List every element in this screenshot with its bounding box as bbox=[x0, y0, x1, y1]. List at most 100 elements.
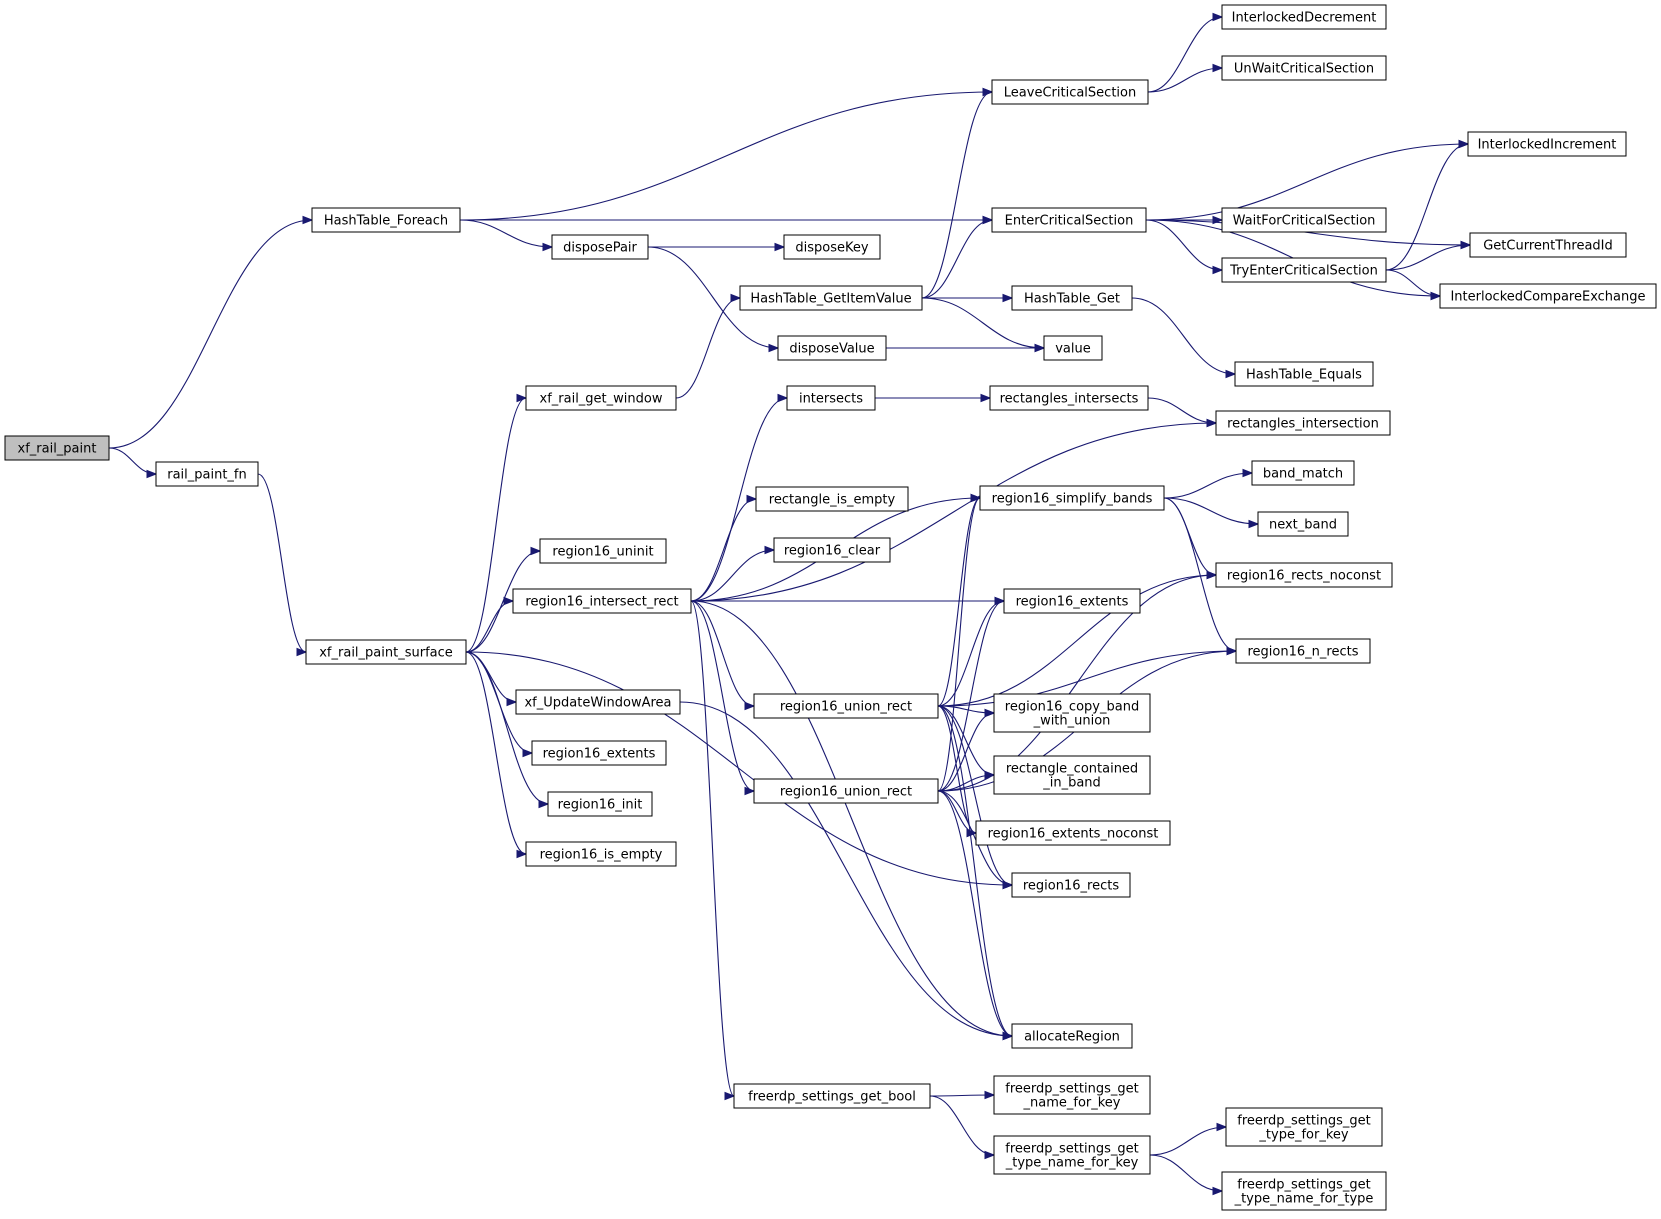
node-label: _with_union bbox=[1033, 714, 1111, 729]
node-label: _type_name_for_type bbox=[1234, 1192, 1374, 1207]
node-rectangles-intersection[interactable]: rectangles_intersection bbox=[1215, 410, 1391, 436]
node-box bbox=[1257, 511, 1349, 537]
node-region16-is-empty[interactable]: region16_is_empty bbox=[525, 841, 677, 867]
node-box bbox=[993, 1135, 1151, 1175]
node-box bbox=[1003, 588, 1141, 614]
node-xf-rail-paint-surface[interactable]: xf_rail_paint_surface bbox=[305, 639, 467, 665]
node-disposepair[interactable]: disposePair bbox=[551, 234, 649, 260]
node-label: region16_rects_noconst bbox=[1227, 569, 1381, 584]
node-value[interactable]: value bbox=[1043, 335, 1103, 361]
node-leavecriticalsection[interactable]: LeaveCriticalSection bbox=[991, 79, 1149, 105]
node-label: freerdp_settings_get bbox=[1005, 1142, 1138, 1157]
edge-region16-intersect-rect-to-region16-union-rect bbox=[690, 600, 756, 796]
node-disposekey[interactable]: disposeKey bbox=[783, 234, 881, 260]
node-box bbox=[525, 841, 677, 867]
node-box bbox=[1215, 562, 1393, 588]
node-label: HashTable_Get bbox=[1024, 292, 1120, 307]
node-interlockedcompareexchange[interactable]: InterlockedCompareExchange bbox=[1439, 283, 1657, 309]
node-region16-intersect-rect[interactable]: region16_intersect_rect bbox=[512, 588, 692, 614]
node-label: region16_is_empty bbox=[540, 848, 663, 863]
node-hashtable-get[interactable]: HashTable_Get bbox=[1011, 285, 1133, 311]
node-region16-extents-noconst[interactable]: region16_extents_noconst bbox=[975, 820, 1171, 846]
node-xf-updatewindowarea[interactable]: xf_UpdateWindowArea bbox=[515, 689, 681, 715]
node-box bbox=[755, 486, 909, 512]
node-next-band[interactable]: next_band bbox=[1257, 511, 1349, 537]
edge-region16-union-rect-to-region16-extents-noconst bbox=[937, 705, 978, 838]
node-band-match[interactable]: band_match bbox=[1251, 460, 1355, 486]
node-rectangle-is-empty[interactable]: rectangle_is_empty bbox=[755, 486, 909, 512]
node-box bbox=[1235, 638, 1371, 664]
node-hashtable-equals[interactable]: HashTable_Equals bbox=[1234, 361, 1374, 387]
node-freerdp-settings-get-name-for-key[interactable]: freerdp_settings_get_name_for_key bbox=[993, 1075, 1151, 1115]
node-label: region16_init bbox=[558, 798, 643, 813]
edge-xf-rail-paint-to-rail-paint-fn bbox=[108, 447, 158, 479]
node-freerdp-settings-get-type-for-key[interactable]: freerdp_settings_get_type_for_key bbox=[1225, 1107, 1383, 1147]
node-intersects[interactable]: intersects bbox=[786, 385, 876, 411]
node-label: UnWaitCriticalSection bbox=[1234, 62, 1374, 77]
node-box bbox=[525, 385, 677, 411]
node-box bbox=[155, 461, 259, 487]
node-interlockeddecrement[interactable]: InterlockedDecrement bbox=[1221, 4, 1387, 30]
node-label: rectangles_intersects bbox=[1000, 392, 1139, 407]
node-xf-rail-paint[interactable]: xf_rail_paint bbox=[4, 435, 110, 461]
node-label: freerdp_settings_get bbox=[1005, 1082, 1138, 1097]
edge-entercriticalsection-to-tryentercriticalsection bbox=[1145, 219, 1224, 275]
node-getcurrentthreadid[interactable]: GetCurrentThreadId bbox=[1469, 232, 1627, 258]
node-box bbox=[531, 740, 667, 766]
node-label: allocateRegion bbox=[1024, 1030, 1120, 1045]
node-tryentercriticalsection[interactable]: TryEnterCriticalSection bbox=[1221, 257, 1387, 283]
node-interlockedincrement[interactable]: InterlockedIncrement bbox=[1467, 131, 1627, 157]
node-box bbox=[739, 285, 923, 311]
node-box bbox=[4, 435, 110, 461]
node-rail-paint-fn[interactable]: rail_paint_fn bbox=[155, 461, 259, 487]
node-box bbox=[783, 234, 881, 260]
node-xf-rail-get-window[interactable]: xf_rail_get_window bbox=[525, 385, 677, 411]
node-freerdp-settings-get-type-name-for-type[interactable]: freerdp_settings_get_type_name_for_type bbox=[1221, 1171, 1387, 1211]
node-region16-union-rect[interactable]: region16_union_rect bbox=[753, 778, 939, 804]
node-rectangles-intersects[interactable]: rectangles_intersects bbox=[989, 385, 1149, 411]
node-freerdp-settings-get-type-name-for-key[interactable]: freerdp_settings_get_type_name_for_key bbox=[993, 1135, 1151, 1175]
node-region16-extents[interactable]: region16_extents bbox=[531, 740, 667, 766]
node-hashtable-foreach[interactable]: HashTable_Foreach bbox=[311, 207, 461, 233]
node-region16-init[interactable]: region16_init bbox=[547, 791, 653, 817]
edge-xf-rail-get-window-to-hashtable-getitemvalue bbox=[675, 293, 742, 399]
node-box bbox=[786, 385, 876, 411]
edge-disposevalue-to-value bbox=[886, 343, 1046, 353]
edge-tryentercriticalsection-to-interlockedcompareexchange bbox=[1385, 269, 1442, 301]
node-entercriticalsection[interactable]: EnterCriticalSection bbox=[991, 207, 1147, 233]
node-box bbox=[773, 537, 891, 563]
node-allocateregion[interactable]: allocateRegion bbox=[1011, 1023, 1133, 1049]
node-region16-clear[interactable]: region16_clear bbox=[773, 537, 891, 563]
edge-freerdp-settings-get-bool-to-freerdp-settings-get-name-for-key bbox=[929, 1090, 996, 1100]
node-box bbox=[551, 234, 649, 260]
node-freerdp-settings-get-bool[interactable]: freerdp_settings_get_bool bbox=[733, 1083, 931, 1109]
node-disposevalue[interactable]: disposeValue bbox=[777, 335, 887, 361]
edge-freerdp-settings-get-type-name-for-key-to-freerdp-settings-get-type-for-key bbox=[1149, 1122, 1228, 1156]
node-region16-rects-noconst[interactable]: region16_rects_noconst bbox=[1215, 562, 1393, 588]
node-label: GetCurrentThreadId bbox=[1483, 239, 1613, 254]
node-region16-copy-band-with-union[interactable]: region16_copy_band_with_union bbox=[993, 693, 1151, 733]
edge-xf-rail-paint-surface-to-region16-init bbox=[465, 651, 550, 809]
node-region16-simplify-bands[interactable]: region16_simplify_bands bbox=[979, 485, 1165, 511]
edge-region16-union-rect-to-region16-simplify-bands bbox=[937, 493, 982, 792]
node-unwaitcriticalsection[interactable]: UnWaitCriticalSection bbox=[1221, 55, 1387, 81]
node-label: rectangle_contained bbox=[1006, 762, 1138, 777]
node-label: region16_intersect_rect bbox=[525, 595, 678, 610]
node-region16-extents[interactable]: region16_extents bbox=[1003, 588, 1141, 614]
node-region16-union-rect[interactable]: region16_union_rect bbox=[753, 693, 939, 719]
node-label: freerdp_settings_get bbox=[1237, 1114, 1370, 1129]
node-region16-rects[interactable]: region16_rects bbox=[1011, 872, 1131, 898]
node-label: HashTable_GetItemValue bbox=[750, 292, 911, 307]
node-region16-n-rects[interactable]: region16_n_rects bbox=[1235, 638, 1371, 664]
node-box bbox=[1011, 872, 1131, 898]
node-rectangle-contained-in-band[interactable]: rectangle_contained_in_band bbox=[993, 755, 1151, 795]
node-region16-uninit[interactable]: region16_uninit bbox=[539, 538, 667, 564]
node-waitforcriticalsection[interactable]: WaitForCriticalSection bbox=[1221, 207, 1387, 233]
node-label: disposePair bbox=[563, 241, 637, 256]
node-box bbox=[753, 693, 939, 719]
edge-hashtable-foreach-to-disposepair bbox=[459, 219, 554, 252]
node-label: rectangles_intersection bbox=[1227, 417, 1379, 432]
node-box bbox=[733, 1083, 931, 1109]
node-box bbox=[979, 485, 1165, 511]
node-hashtable-getitemvalue[interactable]: HashTable_GetItemValue bbox=[739, 285, 923, 311]
